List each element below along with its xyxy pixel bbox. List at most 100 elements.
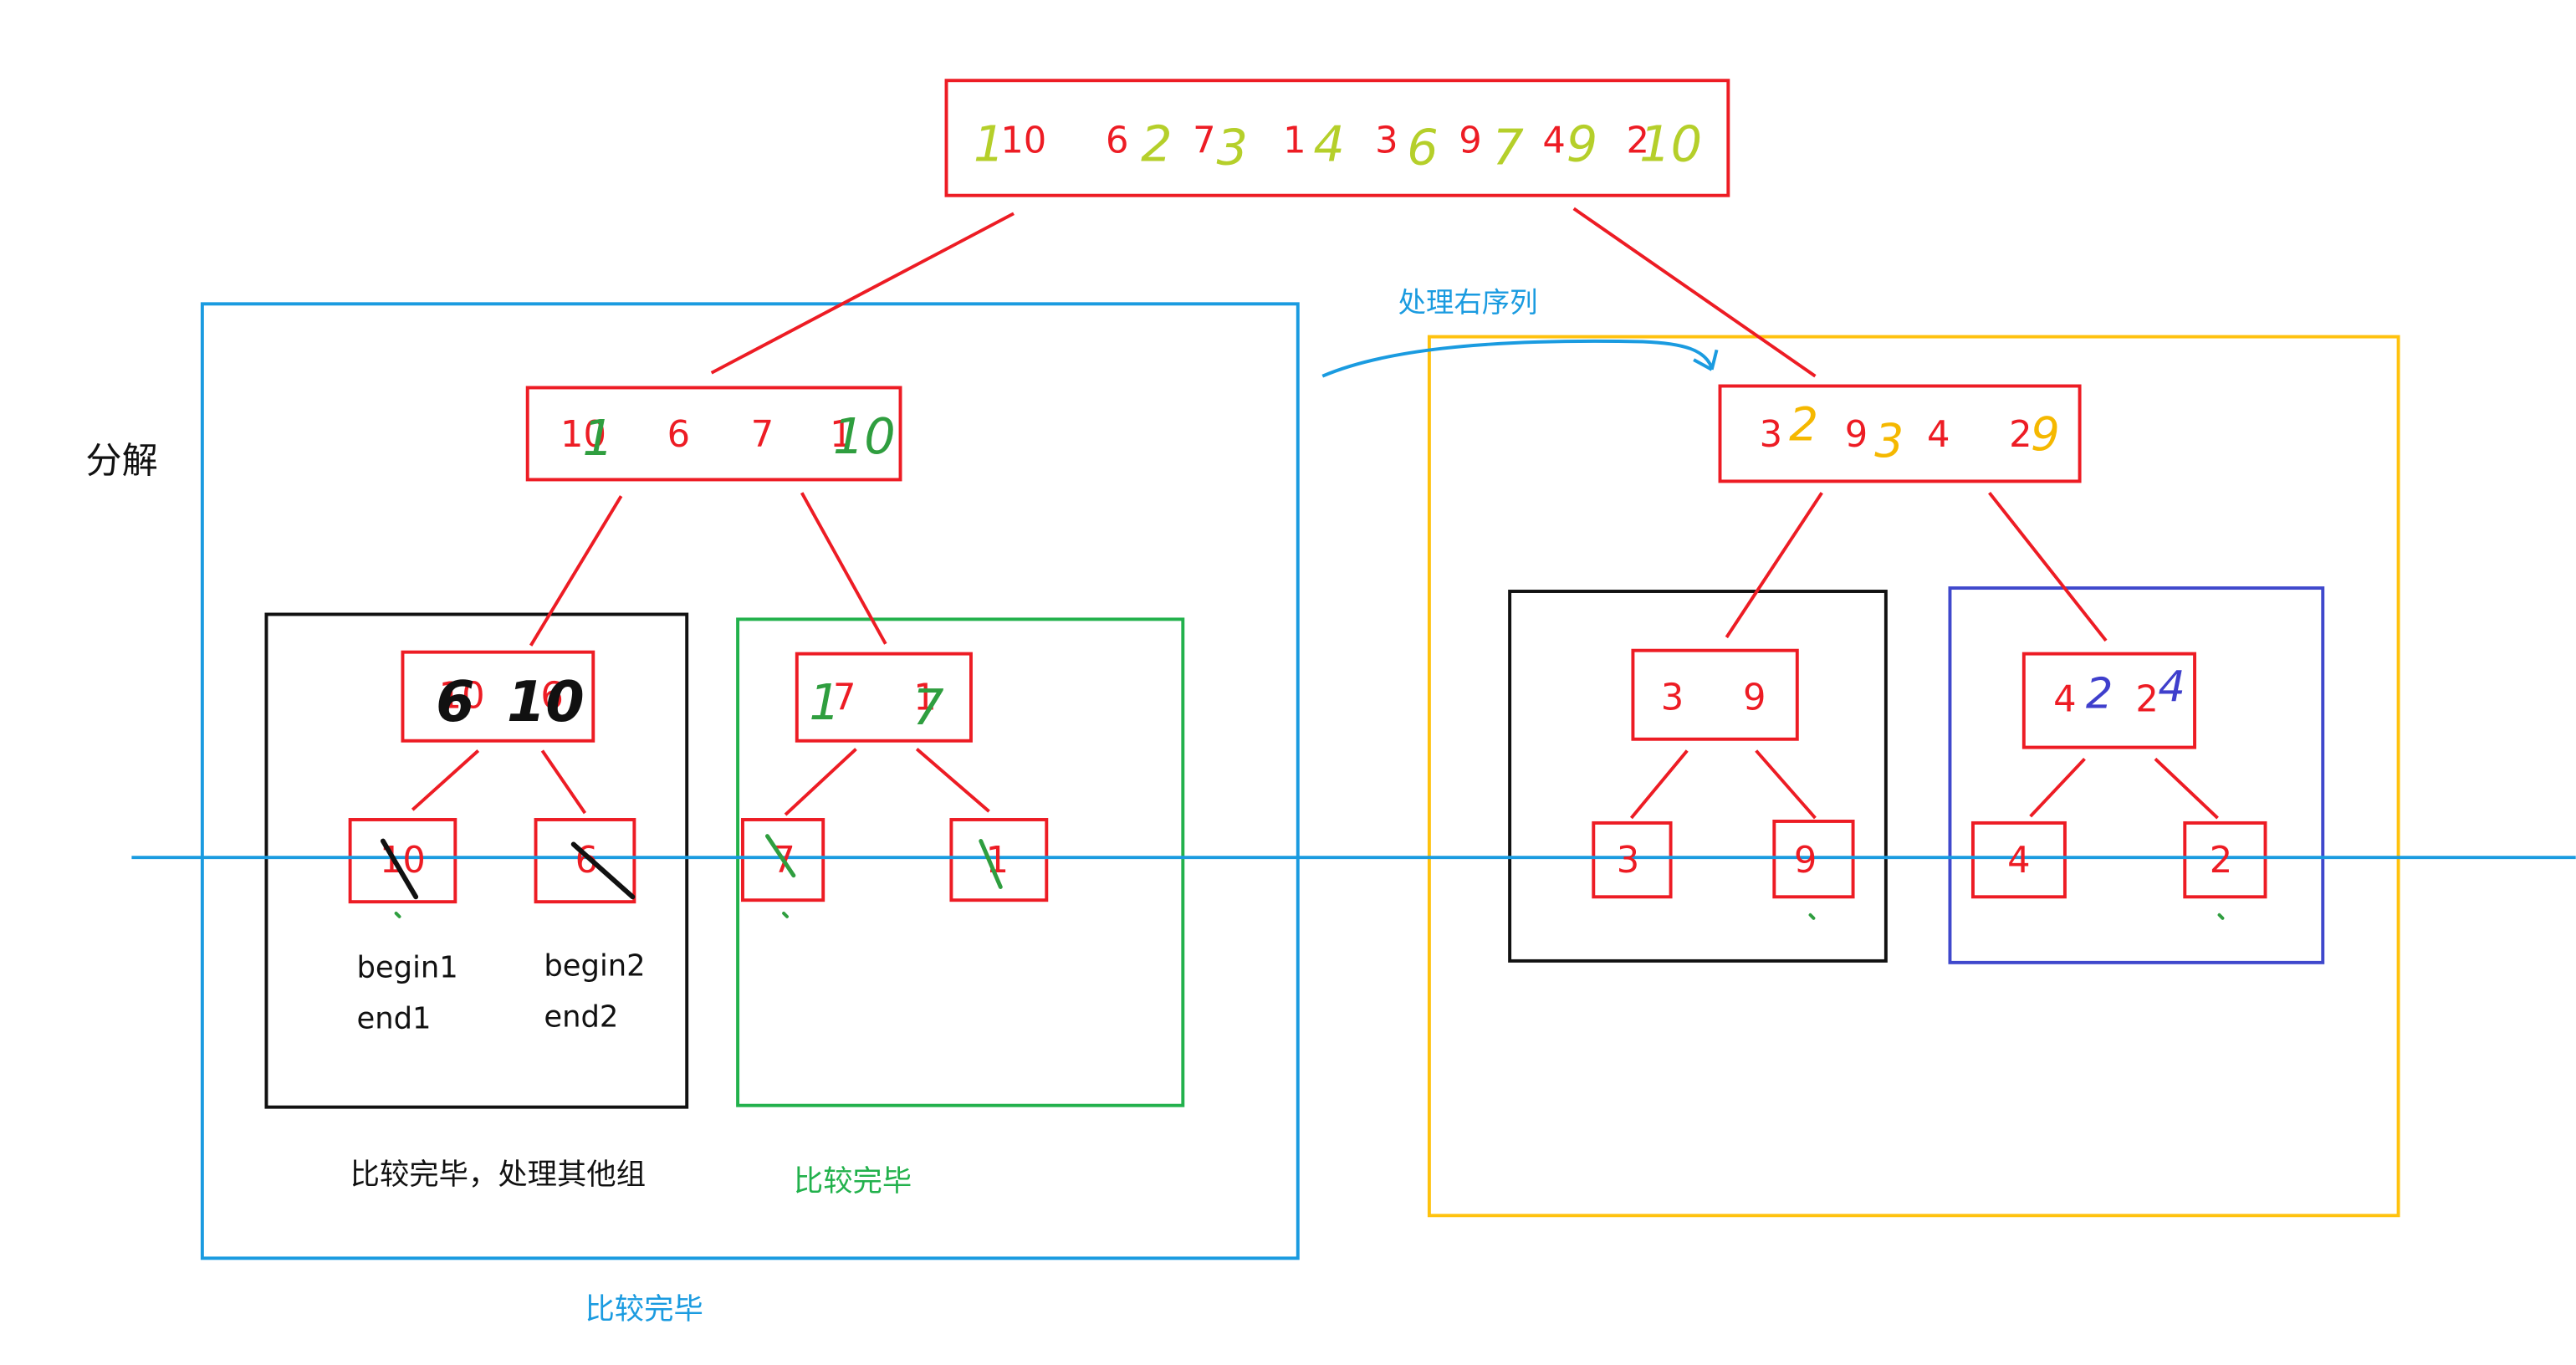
node-left-left-value: 6 [540, 675, 563, 717]
node-left-value: 7 [751, 414, 774, 456]
leaf-box [2183, 821, 2267, 899]
edge-root-right [1572, 207, 1817, 378]
node-right-right-merged-value: 4 [2158, 663, 2185, 713]
edge-right-rightleft [1725, 492, 1823, 639]
node-root-merged-value: 4 [1313, 115, 1344, 172]
right-half-group-frame [1427, 335, 2400, 1218]
node-left-value: 6 [667, 414, 690, 456]
pointer-label-begin1: begin1 [356, 951, 457, 985]
leaf-box [1970, 821, 2067, 899]
strike-mark [979, 839, 1003, 889]
edge-left-leftright [800, 492, 887, 645]
node-left-left-merged-value: 10 [507, 669, 585, 734]
node-left-merged-value: 1 [582, 409, 613, 467]
node-right-merged-value: 3 [1874, 414, 1904, 468]
edge-rightright-leaf-6 [2029, 757, 2086, 818]
node-root-value: 6 [1106, 120, 1128, 162]
node-root-value: 2 [1627, 120, 1649, 162]
edge-rightleft-leaf-5 [1755, 749, 1817, 820]
node-right-box [1718, 384, 2082, 483]
tick-mark [1808, 913, 1816, 920]
node-right-left-box [1631, 648, 1799, 741]
node-root-merged-value: 9 [1567, 115, 1597, 172]
leaf-box [348, 818, 457, 904]
edge-left-leftleft [529, 495, 623, 647]
node-right-value: 2 [2009, 414, 2032, 456]
arrowhead-icon [1693, 358, 1713, 371]
node-left-merged-value: 10 [833, 407, 896, 465]
left-half-group-frame [200, 302, 1300, 1260]
node-right-right-merged-value: 2 [2086, 669, 2113, 718]
process-right-arrow [1321, 339, 1714, 378]
node-left-right-value: 1 [913, 677, 936, 718]
node-root-value: 9 [1459, 120, 1481, 162]
node-left-left-merged-value: 6 [436, 669, 474, 734]
node-left-right-merged-value: 1 [809, 673, 840, 731]
edge-rightright-leaf-7 [2154, 757, 2219, 820]
right-right-group-frame [1948, 586, 2325, 964]
edge-leftleft-leaf-1 [540, 749, 587, 815]
node-root-box [944, 79, 1730, 197]
node-right-merged-value: 2 [1789, 397, 1818, 451]
node-root-value: 4 [1542, 120, 1565, 162]
leaf-value: 4 [2007, 840, 2030, 882]
tick-mark [2217, 913, 2225, 920]
node-root-merged-value: 6 [1407, 118, 1438, 176]
leaf-box [741, 818, 825, 902]
node-right-value: 3 [1760, 414, 1782, 456]
node-left-left-box [401, 650, 595, 743]
leaf-box [949, 818, 1049, 902]
left-half-done-note: 比较完毕 [585, 1292, 703, 1327]
leaf-box [1592, 821, 1673, 899]
node-left-right-value: 7 [833, 677, 856, 718]
node-right-value: 9 [1845, 414, 1868, 456]
pointer-label-end2: end2 [544, 999, 618, 1034]
process-right-label: 处理右序列 [1398, 286, 1538, 319]
node-root-merged-value: 7 [1492, 118, 1523, 176]
edge-rightleft-leaf-4 [1629, 749, 1689, 820]
edge-root-left [710, 212, 1015, 375]
decompose-label: 分解 [85, 441, 157, 483]
node-root-merged-value: 3 [1216, 118, 1247, 176]
node-right-left-value: 3 [1661, 677, 1684, 718]
pointer-label-end1: end1 [356, 1001, 431, 1035]
node-root-merged-value: 10 [1639, 115, 1702, 172]
pointer-label-begin2: begin2 [544, 949, 645, 984]
node-left-right-merged-value: 7 [912, 678, 943, 736]
strike-mark [764, 834, 796, 878]
node-left-box [525, 386, 902, 482]
arrowhead-icon [1710, 349, 1719, 371]
edge-leftright-leaf-2 [784, 748, 857, 816]
node-right-right-value: 2 [2135, 678, 2158, 720]
node-right-value: 4 [1927, 414, 1950, 456]
leaf-value: 2 [2210, 840, 2232, 882]
node-root-value: 10 [1000, 120, 1046, 162]
edge-leftright-leaf-3 [915, 748, 990, 813]
node-right-left-value: 9 [1743, 677, 1766, 718]
right-pair-done-note: 比较完毕 [794, 1164, 912, 1199]
node-root-merged-value: 1 [974, 115, 1004, 172]
node-right-right-box [2021, 652, 2197, 749]
tick-mark [394, 911, 401, 918]
node-left-left-value: 10 [439, 675, 485, 717]
node-root-merged-value: 2 [1141, 115, 1172, 172]
strike-mark [570, 841, 636, 900]
leaf-box [534, 818, 636, 904]
strike-mark [380, 838, 419, 900]
node-left-value: 1 [830, 414, 852, 456]
left-left-group-frame [264, 612, 689, 1109]
node-right-right-value: 4 [2053, 678, 2076, 720]
leaf-value: 9 [1794, 840, 1817, 882]
node-root-value: 3 [1375, 120, 1398, 162]
node-left-value: 10 [560, 414, 606, 456]
right-left-group-frame [1508, 590, 1888, 963]
node-right-merged-value: 9 [2031, 407, 2060, 461]
left-pair-done-note: 比较完毕，处理其他组 [350, 1158, 646, 1192]
edge-leftleft-leaf-0 [411, 749, 480, 811]
left-right-group-frame [736, 617, 1185, 1107]
node-left-right-box [795, 652, 973, 743]
node-root-value: 1 [1283, 120, 1306, 162]
tick-mark [782, 911, 789, 918]
node-root-value: 7 [1193, 120, 1215, 162]
